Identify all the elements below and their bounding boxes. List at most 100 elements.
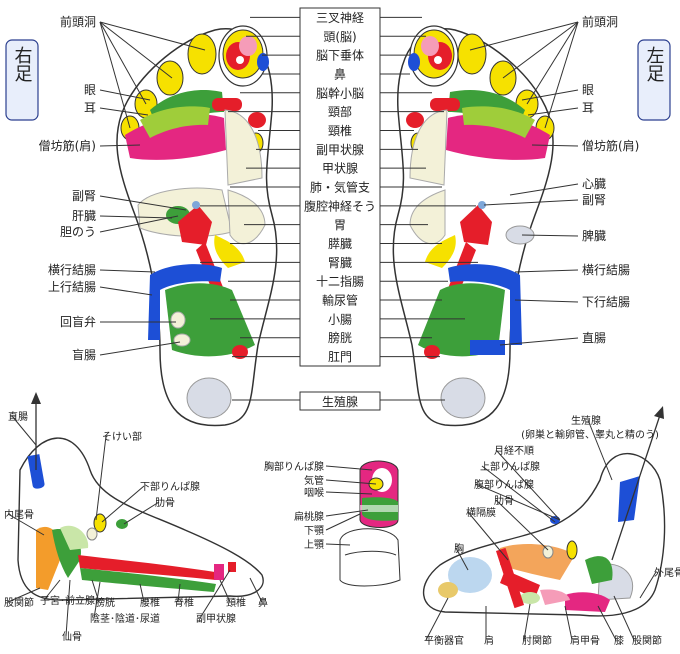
left-foot-label-7: 横行結腸 <box>582 263 630 277</box>
left-foot-tag: 左足 <box>637 39 671 121</box>
outer-foot-label-scapula: 肩甲骨 <box>570 634 600 647</box>
left-foot-leader-3 <box>531 144 579 147</box>
left-foot-leader-7 <box>514 269 579 273</box>
center-label-12: 膵臓 <box>328 237 352 251</box>
inner-foot-labels: 直腸そけい部下部りんぱ腺肋骨内尾骨股関節子宮･前立腺仙骨膀胱陰茎･陰道･尿道腰椎… <box>4 410 268 643</box>
left-foot-leader-5 <box>483 199 579 206</box>
inner-foot-label-inguinal: そけい部 <box>102 430 142 443</box>
inner-foot-label-hip: 股関節 <box>4 596 34 609</box>
inner-foot-label-rib: 肋骨 <box>155 496 175 509</box>
outer-foot-leader-scapula <box>564 605 573 641</box>
outer-foot-leader-hip <box>613 595 635 641</box>
inner-foot-label-cervical: 頸椎 <box>226 596 246 609</box>
inner-foot-label-uterus: 子宮･前立腺 <box>40 594 95 607</box>
center-label-6: 頸椎 <box>328 123 352 138</box>
outer-foot-label-gonad_note: (卵巣と輸卵管、睾丸と精のう) <box>521 428 659 441</box>
left-foot-label-3: 僧坊筋(肩) <box>582 138 639 153</box>
toe-leader-2 <box>325 491 373 495</box>
outer-foot-leader-menstrual <box>495 449 561 521</box>
right-foot-label-7: 横行結腸 <box>48 263 96 277</box>
left-foot-sole <box>392 25 555 427</box>
center-label-8: 甲状腺 <box>322 162 358 176</box>
left-foot-leader-9 <box>499 337 579 346</box>
right-foot-leader-4 <box>99 195 187 211</box>
outer-foot-leader-outer_coccyx <box>639 571 657 599</box>
inner-foot-leader-thoracic <box>177 583 181 603</box>
outer-foot-label-chest: 胸 <box>454 542 464 555</box>
right-foot-leader-8 <box>99 286 153 296</box>
right-foot-leader-3 <box>99 144 141 147</box>
right-foot-leader-0 <box>99 21 206 51</box>
left-foot-label-1: 眼 <box>582 83 594 97</box>
center-label-10: 腹腔神経そう <box>304 198 376 213</box>
outer-foot-leader-chest <box>455 547 469 571</box>
inner-foot-label-sacrum: 仙骨 <box>62 630 82 643</box>
left-foot-leader-8 <box>514 299 579 303</box>
left-foot-label-4: 心臓 <box>582 177 606 191</box>
inner-foot-leader-rib <box>123 501 160 525</box>
outer-foot-label-outer_coccyx: 外尾骨 <box>654 567 680 579</box>
outer-foot-label-balance: 平衡器官 <box>424 634 464 647</box>
outer-foot-label-shoulder: 肩 <box>484 634 494 647</box>
center-label-18: 肛門 <box>328 350 352 364</box>
inner-foot-label-lower_lymph: 下部りんぱ腺 <box>140 480 200 493</box>
outer-foot-label-hip: 股関節 <box>632 634 662 647</box>
outer-foot-leader-diaphragm <box>467 511 509 561</box>
center-label-11: 胃 <box>334 218 346 232</box>
outer-foot-leader-knee <box>597 605 617 641</box>
right-foot-leader-extra-1 <box>99 21 147 105</box>
left-foot-leader-extra-0 <box>502 21 579 79</box>
right-foot-label-10: 盲腸 <box>72 347 96 362</box>
center-label-17: 膀胱 <box>328 330 352 345</box>
left-foot-label-9: 直腸 <box>582 331 606 345</box>
right-foot-leader-2 <box>99 107 149 116</box>
center-label-15: 輸尿管 <box>322 293 358 308</box>
inner-foot-label-lumbar: 腰椎 <box>140 596 160 609</box>
center-label-0: 三叉神経 <box>316 11 364 25</box>
right-foot-leader-extra-0 <box>99 21 173 79</box>
toe-label-1: 気管 <box>304 474 324 487</box>
inner-foot-label-bladder: 膀胱 <box>95 596 115 609</box>
center-label-2: 脳下垂体 <box>316 49 364 63</box>
left-foot-leader-2 <box>527 107 579 116</box>
right-foot-label-0: 前頭洞 <box>60 14 96 29</box>
inner-foot-label-coccyx: 内尾骨 <box>4 508 34 521</box>
svg-text:右足: 右足 <box>12 46 33 82</box>
toe-leader-1 <box>325 479 377 485</box>
left-foot-leader-extra-1 <box>526 21 579 105</box>
outer-foot-leader-elbow <box>523 603 531 641</box>
right-foot-leader-1 <box>99 89 151 101</box>
right-foot-leader-extra-2 <box>99 21 131 129</box>
outer-foot-label-elbow: 肘関節 <box>522 634 552 647</box>
outer-foot-leader-balance <box>425 597 449 641</box>
center-label-16: 小腸 <box>328 312 352 326</box>
toe-label-5: 上顎 <box>304 539 324 551</box>
label-reproductive: 生殖腺 <box>322 394 358 409</box>
center-organ-list: 三叉神経頭(脳)脳下垂体鼻脳幹小脳頸部頸椎副甲状腺甲状腺肺・気管支腹腔神経そう胃… <box>200 11 478 364</box>
center-label-9: 肺・気管支 <box>310 180 370 195</box>
outer-foot-label-upper_lymph: 上部りんぱ腺 <box>480 460 540 473</box>
inner-foot-leader-sacrum <box>65 579 71 637</box>
outer-foot-label-gonad: 生殖腺 <box>571 414 601 427</box>
left-foot-leader-0 <box>469 21 579 51</box>
inner-foot-label-rectum: 直腸 <box>8 410 28 423</box>
center-label-3: 鼻 <box>334 66 346 81</box>
left-foot-leader-4 <box>509 183 579 196</box>
inner-foot-leader-rectum <box>11 415 37 446</box>
center-label-box: 三叉神経頭(脳)脳下垂体鼻脳幹小脳頸部頸椎副甲状腺甲状腺肺・気管支腹腔神経そう胃… <box>200 7 478 411</box>
outer-foot-leader-gonad <box>587 419 613 481</box>
left-foot-leader-1 <box>521 89 579 101</box>
outer-foot-label-knee: 膝 <box>614 634 624 647</box>
svg-text:左足: 左足 <box>644 46 665 82</box>
center-label-14: 十二指腸 <box>316 274 364 289</box>
toe-detail <box>339 460 401 587</box>
right-foot-leader-7 <box>99 269 156 273</box>
left-foot-label-2: 耳 <box>582 101 594 115</box>
outer-foot-leader-abdominal_lymph <box>475 483 561 521</box>
left-foot-label-6: 脾臓 <box>582 228 606 243</box>
inner-foot-leader-coccyx <box>7 513 45 536</box>
